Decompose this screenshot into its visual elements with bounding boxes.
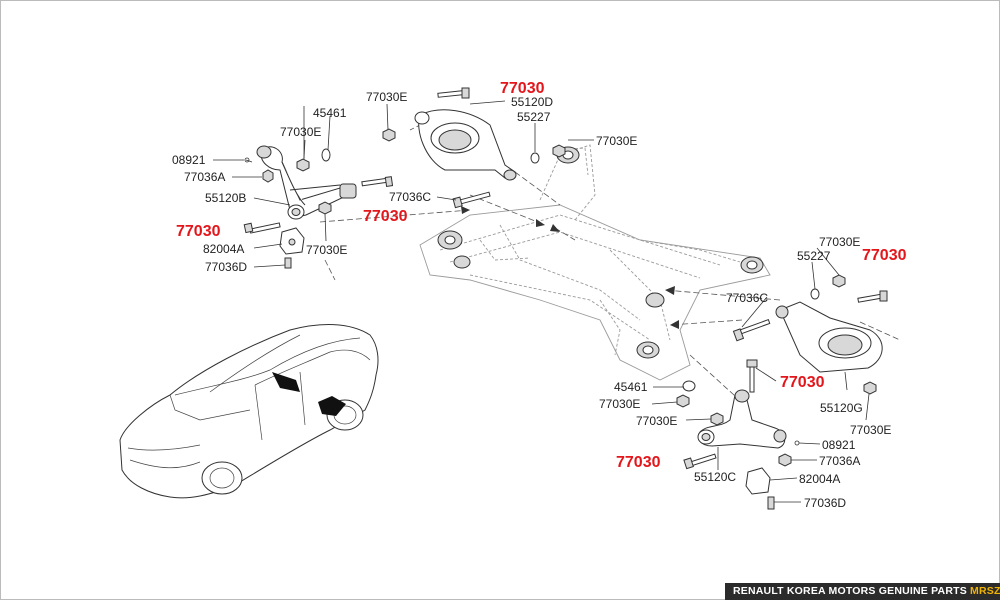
top-arm-assembly: [382, 87, 566, 209]
bolt-icon: [243, 222, 281, 234]
washer-icon-right: [810, 288, 820, 300]
bolt-head-icon: [461, 87, 470, 99]
leader-lines: [213, 100, 870, 503]
label-upper-left-82004a: 82004A: [203, 242, 244, 256]
label-upper-left-77030e-low: 77030E: [306, 243, 347, 257]
label-low-82004a: 82004A: [799, 472, 840, 486]
bolt-icon-low: [749, 363, 755, 393]
bolt-icon-top: [437, 89, 465, 98]
label-low-55120c: 55120C: [694, 470, 736, 484]
nut-icon-low: [676, 394, 690, 408]
banner-text: RENAULT KOREA MOTORS GENUINE PARTS MRSZO…: [733, 585, 1000, 597]
assembly-arrows: [461, 206, 679, 329]
part-labels: 77030E 45461 77030E 08921 77036A 55120B …: [172, 80, 907, 510]
label-right-77030e-low: 77030E: [850, 423, 891, 437]
cotter-pin-icon-low: [794, 440, 800, 446]
bolt-77036d-icon: [767, 496, 775, 510]
nut-icon-low-2: [710, 412, 724, 426]
bolt-icon-77036c: [459, 191, 491, 205]
washer-icon: [321, 148, 331, 162]
washer-icon-top: [530, 152, 540, 164]
bushing-icon: [339, 183, 357, 199]
bolt-icon-upper: [361, 176, 394, 187]
brand-banner: RENAULT KOREA MOTORS GENUINE PARTS MRSZO…: [725, 583, 1000, 600]
label-low-77030-red: 77030: [616, 454, 661, 471]
label-right-77030-red-low: 77030: [780, 374, 825, 391]
label-right-77036c: 77036C: [726, 291, 768, 305]
banner-accent-text: MRSZONE: [970, 585, 1000, 597]
right-arm-assembly: [732, 274, 888, 395]
nut-icon-top: [382, 128, 396, 142]
rear-subframe: [419, 144, 771, 381]
nut-icon-right-low: [863, 381, 877, 395]
nut-icon-2: [318, 201, 332, 215]
bolt-82004a-icon: [284, 257, 292, 269]
highlight-part-lower-icon: [318, 396, 346, 416]
nut-icon: [296, 158, 310, 172]
label-top-77030-red-mid: 77030: [363, 208, 408, 225]
label-right-77030-red: 77030: [862, 247, 907, 264]
label-top-55120d: 55120D: [511, 95, 553, 109]
label-top-77030e-right: 77030E: [596, 134, 637, 148]
label-low-77030e-a: 77030E: [599, 397, 640, 411]
nut-icon-top-2: [552, 144, 566, 158]
label-right-77030e: 77030E: [819, 235, 860, 249]
label-upper-left-77030e-mid: 77030E: [280, 125, 321, 139]
washer-icon-low: [682, 380, 696, 392]
car-illustration: [119, 324, 379, 499]
label-low-45461: 45461: [614, 380, 648, 394]
ball-joint-icon-low: [773, 429, 787, 443]
highlight-part-upper-icon: [272, 372, 300, 392]
label-low-77036a: 77036A: [819, 454, 860, 468]
label-upper-left-45461: 45461: [313, 106, 347, 120]
bracket-icon-low: [745, 467, 771, 495]
label-low-77036d: 77036D: [804, 496, 846, 510]
label-right-55227: 55227: [797, 249, 831, 263]
bolt-icon-right: [737, 319, 771, 335]
label-low-08921: 08921: [822, 438, 856, 452]
label-upper-left-77030e-top: 77030E: [366, 90, 407, 104]
label-upper-left-08921: 08921: [172, 153, 206, 167]
nut-icon-low-3: [778, 453, 792, 467]
cotter-pin-icon: [244, 157, 250, 163]
label-top-77036c: 77036C: [389, 190, 431, 204]
lower-arm-assembly: [676, 359, 800, 510]
label-upper-left-77036d: 77036D: [205, 260, 247, 274]
ball-joint-icon: [256, 145, 272, 159]
banner-brand-text: RENAULT KOREA MOTORS GENUINE PARTS: [733, 585, 971, 597]
nut-icon-right: [832, 274, 846, 288]
label-upper-left-77036a: 77036A: [184, 170, 225, 184]
label-low-77030e-b: 77030E: [636, 414, 677, 428]
label-top-77030-red: 77030: [500, 80, 545, 97]
nut-icon-3: [262, 169, 274, 183]
upper-left-arm-assembly: [243, 145, 394, 269]
bolt-icon-low-2: [689, 453, 717, 467]
label-upper-left-55120b: 55120B: [205, 191, 246, 205]
label-right-55120g: 55120G: [820, 401, 863, 415]
label-top-55227: 55227: [517, 110, 551, 124]
label-upper-left-77030-red: 77030: [176, 223, 221, 240]
